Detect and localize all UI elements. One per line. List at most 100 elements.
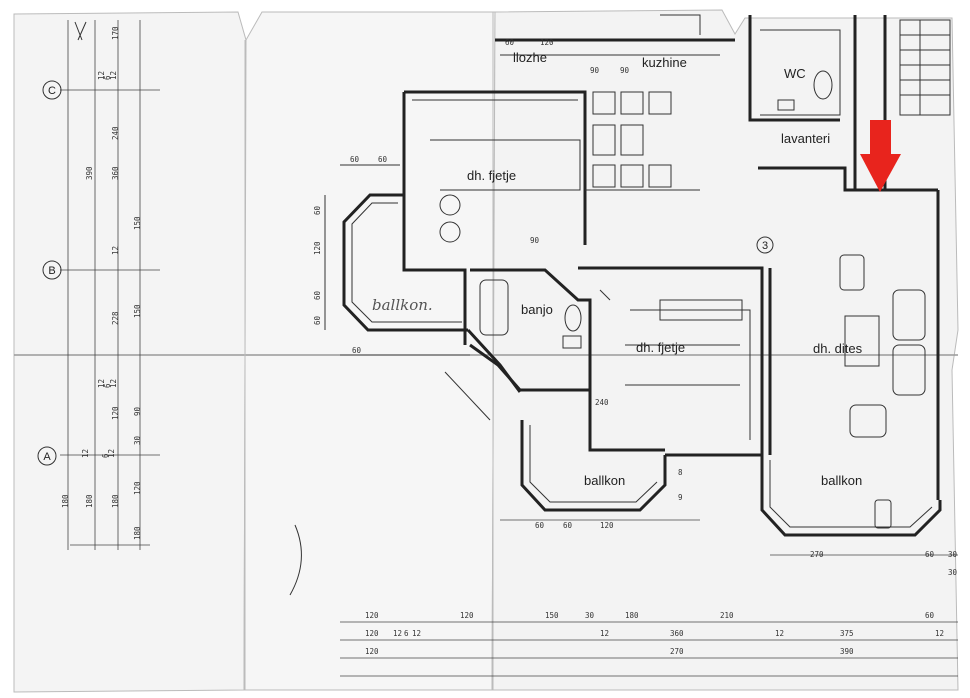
svg-text:60: 60 xyxy=(535,521,545,530)
svg-text:12: 12 xyxy=(600,629,609,638)
axis-marker-3: 3 xyxy=(756,236,774,254)
svg-text:180: 180 xyxy=(61,494,70,508)
svg-text:9: 9 xyxy=(678,493,683,502)
red-down-arrow-icon xyxy=(860,120,901,192)
svg-text:60: 60 xyxy=(352,346,362,355)
paper-sheet-middle xyxy=(243,11,496,691)
svg-text:360: 360 xyxy=(670,629,684,638)
svg-text:30: 30 xyxy=(948,568,958,577)
svg-text:12: 12 xyxy=(412,629,421,638)
svg-text:60: 60 xyxy=(505,38,515,47)
room-label-loggia: llozhe xyxy=(513,50,547,65)
svg-text:30: 30 xyxy=(585,611,595,620)
paper-sheet-left xyxy=(13,11,247,693)
svg-text:210: 210 xyxy=(720,611,734,620)
svg-text:12: 12 xyxy=(81,449,90,458)
room-label-kitchen: kuzhine xyxy=(642,55,687,70)
axis-marker-a: A xyxy=(37,446,57,466)
living-room-walls xyxy=(768,190,940,500)
svg-text:240: 240 xyxy=(595,398,609,407)
left-dimension-labels: 170 12 6 12 240 390 360 150 12 228 150 1… xyxy=(61,26,142,540)
room-label-balcony-right: ballkon xyxy=(821,473,862,488)
svg-text:180: 180 xyxy=(625,611,639,620)
svg-text:228: 228 xyxy=(111,311,120,325)
svg-text:180: 180 xyxy=(85,494,94,508)
room-label-bathroom: banjo xyxy=(521,302,553,317)
svg-text:240: 240 xyxy=(111,126,120,140)
svg-text:90: 90 xyxy=(133,406,142,416)
svg-text:180: 180 xyxy=(133,526,142,540)
axis-label-c: C xyxy=(48,85,56,97)
svg-text:120: 120 xyxy=(133,481,142,495)
svg-text:60: 60 xyxy=(925,550,935,559)
axis-label-3: 3 xyxy=(762,240,768,252)
svg-text:90: 90 xyxy=(530,236,540,245)
kitchen-cabinets xyxy=(585,91,700,191)
svg-text:390: 390 xyxy=(85,166,94,180)
room-label-bedroom-top: dh. fjetje xyxy=(467,168,516,183)
bedroom-top-walls xyxy=(402,90,587,345)
svg-text:60: 60 xyxy=(313,205,322,215)
axis-marker-c: C xyxy=(42,80,62,100)
room-label-laundry: lavanteri xyxy=(781,131,830,146)
svg-text:12: 12 xyxy=(111,246,120,255)
room-label-balcony-left: ballkon. xyxy=(372,296,433,314)
svg-text:270: 270 xyxy=(670,647,684,656)
svg-text:90: 90 xyxy=(620,66,630,75)
svg-text:60: 60 xyxy=(925,611,935,620)
svg-text:12: 12 xyxy=(107,449,116,458)
svg-text:375: 375 xyxy=(840,629,854,638)
svg-text:8: 8 xyxy=(678,468,683,477)
svg-text:12: 12 xyxy=(97,379,106,388)
axis-label-b: B xyxy=(48,265,55,277)
bedroom-mid-walls xyxy=(578,266,764,457)
axis-marker-b: B xyxy=(42,260,62,280)
svg-text:180: 180 xyxy=(111,494,120,508)
bottom-dimension-chains xyxy=(340,354,958,677)
svg-text:6: 6 xyxy=(103,75,112,80)
left-balcony-outline xyxy=(342,193,468,332)
svg-text:30: 30 xyxy=(948,550,958,559)
svg-text:60: 60 xyxy=(313,290,322,300)
left-dimension-chains xyxy=(60,20,160,550)
svg-text:6: 6 xyxy=(404,629,409,638)
svg-text:60: 60 xyxy=(563,521,573,530)
svg-text:90: 90 xyxy=(590,66,600,75)
room-label-wc: WC xyxy=(784,66,806,81)
svg-text:360: 360 xyxy=(111,166,120,180)
svg-text:120: 120 xyxy=(111,406,120,420)
svg-text:120: 120 xyxy=(365,647,379,656)
svg-text:390: 390 xyxy=(840,647,854,656)
bottom-dimension-labels: 120 120 150 30 180 210 60 120 12 6 12 12… xyxy=(365,611,944,656)
svg-text:60: 60 xyxy=(378,155,388,164)
room-label-bedroom-mid: dh. fjetje xyxy=(636,340,685,355)
svg-text:270: 270 xyxy=(810,550,824,559)
svg-text:30: 30 xyxy=(133,435,142,445)
svg-text:120: 120 xyxy=(313,241,322,255)
axis-label-a: A xyxy=(43,451,51,463)
svg-text:170: 170 xyxy=(111,26,120,40)
svg-text:12: 12 xyxy=(935,629,944,638)
svg-text:120: 120 xyxy=(365,629,379,638)
svg-text:12: 12 xyxy=(109,379,118,388)
svg-text:150: 150 xyxy=(133,216,142,230)
middle-balcony-outline xyxy=(520,420,667,512)
svg-text:150: 150 xyxy=(545,611,559,620)
svg-text:150: 150 xyxy=(133,304,142,318)
svg-text:60: 60 xyxy=(350,155,360,164)
svg-text:120: 120 xyxy=(600,521,614,530)
svg-text:120: 120 xyxy=(460,611,474,620)
svg-text:6: 6 xyxy=(101,453,110,458)
room-label-living: dh. dites xyxy=(813,341,863,356)
staircase xyxy=(899,19,951,116)
wc-block xyxy=(748,15,841,122)
paper-sheet-right xyxy=(491,9,959,691)
plan-dimension-labels: 60 60 60 120 60 60 60 60 120 60 60 120 2… xyxy=(313,38,958,577)
svg-text:120: 120 xyxy=(365,611,379,620)
svg-text:6: 6 xyxy=(103,383,112,388)
svg-text:12: 12 xyxy=(393,629,402,638)
svg-text:12: 12 xyxy=(775,629,784,638)
svg-text:60: 60 xyxy=(313,315,322,325)
